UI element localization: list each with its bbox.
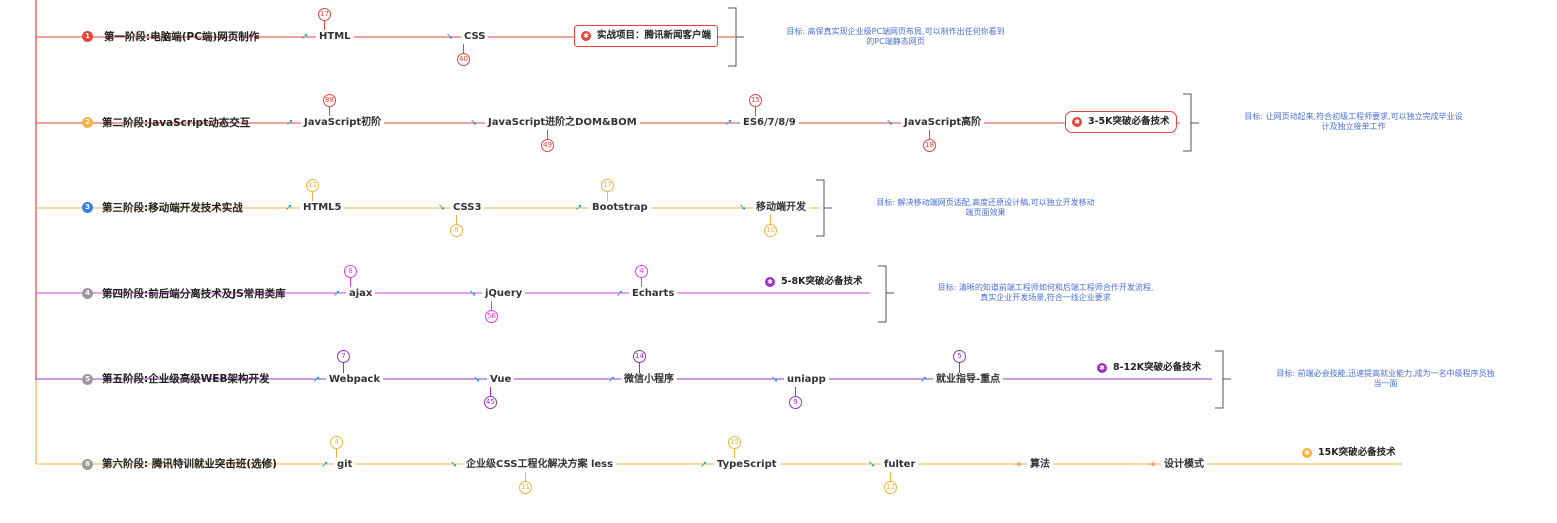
stage-4-label[interactable]: 第四阶段:前后端分离技术及JS常用类库 xyxy=(102,288,286,300)
count-badge: 12 xyxy=(306,179,319,192)
stage-6-node-2[interactable]: 企业级CSS工程化解决方案 less xyxy=(463,458,617,472)
count-badge: 8 xyxy=(344,265,357,278)
stage-5-label[interactable]: 第五阶段:企业级高级WEB架构开发 xyxy=(102,373,270,385)
arrow-icon: ➘ xyxy=(739,203,747,213)
arrow-icon: ➚ xyxy=(575,203,583,213)
count-badge: 14 xyxy=(633,350,646,363)
arrow-icon: ➚ xyxy=(725,118,733,128)
stage-6-node-1[interactable]: git xyxy=(334,458,356,472)
stage-5-goal: 目标: 前端必会技能,迅速提高就业能力,成为一名中级程序员独当一面 xyxy=(1276,369,1495,388)
arrow-icon: ➚ xyxy=(608,375,616,385)
arrow-icon: ➘ xyxy=(470,118,478,128)
arrow-icon: ➚ xyxy=(616,289,624,299)
count-badge: 17 xyxy=(318,8,331,21)
count-badge: 7 xyxy=(337,350,350,363)
arrow-icon: ➘ xyxy=(868,460,876,470)
arrow-icon: ➚ xyxy=(321,460,329,470)
count-badge: 9 xyxy=(789,396,802,409)
arrow-icon: ➘ xyxy=(469,289,477,299)
stage-2-node-1[interactable]: JavaScript初阶 xyxy=(301,116,385,130)
stage-2-node-2[interactable]: JavaScript进阶之DOM&BOM xyxy=(485,116,640,130)
stage-3-node-1[interactable]: HTML5 xyxy=(300,201,345,215)
stage-4-goal: 目标: 清晰的知道前端工程师如何和后端工程师合作开发流程,真实企业开发场景,符合… xyxy=(937,283,1154,302)
stage-4-node-3[interactable]: Echarts xyxy=(629,287,678,301)
stage-2-label[interactable]: 第二阶段:JavaScript动态交互 xyxy=(102,117,251,129)
arrow-icon: ➚ xyxy=(333,289,341,299)
arrow-icon: ➚ xyxy=(920,375,928,385)
stage-3-node-2[interactable]: CSS3 xyxy=(450,201,485,215)
count-badge: 15 xyxy=(749,94,762,107)
stage-4-index: 4 xyxy=(82,288,93,299)
stage-3-node-3[interactable]: Bootstrap xyxy=(589,201,651,215)
stage-2-goal: 目标: 让网页动起来,符合初级工程师要求,可以独立完成毕业设计及独立接单工作 xyxy=(1244,112,1463,131)
stage-1-node-2[interactable]: CSS xyxy=(461,30,489,44)
count-badge: 17 xyxy=(601,179,614,192)
stage-3-goal: 目标: 解决移动端网页适配,高度还原设计稿,可以独立开发移动端页面效果 xyxy=(876,198,1095,217)
count-badge: 15 xyxy=(728,436,741,449)
star-icon: ✱ xyxy=(1072,116,1082,127)
stage-5-node-1[interactable]: Webpack xyxy=(326,373,384,387)
count-badge: 5 xyxy=(953,350,966,363)
stage-4-milestone[interactable]: ✱5-8K突破必备技术 xyxy=(765,275,863,289)
count-badge: 88 xyxy=(323,94,336,107)
arrow-icon: ➘ xyxy=(473,375,481,385)
count-badge: 12 xyxy=(884,481,897,494)
stage-5-milestone[interactable]: ✱8-12K突破必备技术 xyxy=(1097,361,1201,375)
count-badge: 18 xyxy=(923,139,936,152)
stage-4-node-1[interactable]: ajax xyxy=(346,287,376,301)
stage-2-node-3[interactable]: ES6/7/8/9 xyxy=(740,116,799,130)
stage-5-node-5[interactable]: 就业指导-重点 xyxy=(933,373,1004,387)
stage-3-label[interactable]: 第三阶段:移动端开发技术实战 xyxy=(102,202,243,214)
arrow-icon: ➘ xyxy=(886,118,894,128)
stage-1-label[interactable]: 第一阶段:电脑端(PC端)网页制作 xyxy=(104,31,260,43)
star-icon: ✱ xyxy=(581,30,591,41)
arrow-icon: ➚ xyxy=(313,375,321,385)
count-badge: 4 xyxy=(330,436,343,449)
count-badge: 4 xyxy=(635,265,648,278)
stage-3-node-4[interactable]: 移动端开发 xyxy=(753,201,809,215)
arrow-icon: ➘ xyxy=(446,32,454,42)
count-badge: 10 xyxy=(764,224,777,237)
stage-1-index: 1 xyxy=(82,31,93,42)
stage-2-milestone[interactable]: ✱3-5K突破必备技术 xyxy=(1065,111,1177,133)
count-badge: 49 xyxy=(541,139,554,152)
stage-5-index: 5 xyxy=(82,374,93,385)
count-badge: 56 xyxy=(485,310,498,323)
stage-6-node-3[interactable]: TypeScript xyxy=(714,458,780,472)
arrow-icon: ➚ xyxy=(700,460,708,470)
stage-3-index: 3 xyxy=(82,202,93,213)
arrow-icon: ➚ xyxy=(286,118,294,128)
stage-6-node-6[interactable]: 设计模式 xyxy=(1161,458,1207,472)
stage-5-node-4[interactable]: uniapp xyxy=(784,373,829,387)
count-badge: 40 xyxy=(457,53,470,66)
star-icon: ✱ xyxy=(1097,362,1107,373)
stage-6-milestone[interactable]: ✱15K突破必备技术 xyxy=(1302,446,1396,460)
next-icon: ➔ xyxy=(1148,460,1156,470)
stage-2-node-4[interactable]: JavaScript高阶 xyxy=(901,116,985,130)
arrow-icon: ➚ xyxy=(285,203,293,213)
stage-1-node-1[interactable]: HTML xyxy=(316,30,354,44)
arrow-icon: ➘ xyxy=(438,203,446,213)
star-icon: ✱ xyxy=(765,276,775,287)
star-icon: ✱ xyxy=(1302,447,1312,458)
arrow-icon: ➘ xyxy=(450,460,458,470)
stage-1-goal: 目标: 高保真实现企业级PC端网页布局,可以制作出任何你看到的PC端静态网页 xyxy=(786,27,1005,46)
stage-5-node-3[interactable]: 微信小程序 xyxy=(621,373,677,387)
stage-6-label[interactable]: 第六阶段: 腾讯特训就业突击班(选修) xyxy=(102,458,277,470)
arrow-icon: ➘ xyxy=(771,375,779,385)
count-badge: 11 xyxy=(519,481,532,494)
stage-2-index: 2 xyxy=(82,117,93,128)
stage-5-node-2[interactable]: Vue xyxy=(487,373,515,387)
count-badge: 8 xyxy=(450,224,463,237)
stage-6-node-5[interactable]: 算法 xyxy=(1027,458,1053,472)
stage-4-node-2[interactable]: jQuery xyxy=(482,287,526,301)
stage-6-index: 6 xyxy=(82,459,93,470)
stage-6-node-4[interactable]: fulter xyxy=(881,458,919,472)
count-badge: 45 xyxy=(484,396,497,409)
next-icon: ➔ xyxy=(1014,460,1022,470)
arrow-icon: ➚ xyxy=(301,32,309,42)
stage-1-milestone[interactable]: ✱实战项目：腾讯新闻客户端 xyxy=(574,25,719,47)
